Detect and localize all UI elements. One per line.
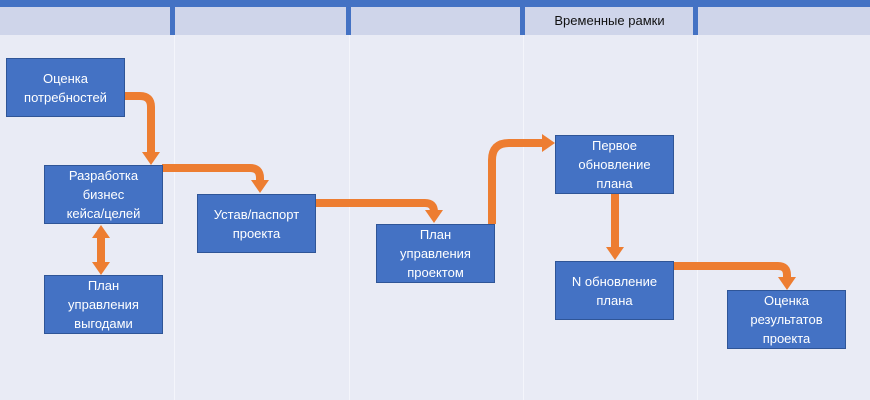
arrowhead — [92, 225, 110, 238]
arrowhead — [425, 210, 443, 223]
arrowhead — [142, 152, 160, 165]
arrowhead — [251, 180, 269, 193]
arrow-charter-to-pm-plan — [315, 199, 438, 213]
timeframe-label: Временные рамки — [554, 13, 665, 28]
column-separator — [520, 0, 525, 35]
arrow-n-update-to-results — [673, 262, 791, 278]
node-business-case: Разработка бизнес кейса/целей — [44, 165, 163, 224]
arrowhead — [606, 247, 624, 260]
column-line — [697, 35, 698, 400]
header-band — [0, 7, 870, 35]
column-line — [349, 35, 350, 400]
arrowhead — [778, 277, 796, 290]
node-needs-assessment: Оценка потребностей — [6, 58, 125, 117]
column-line — [174, 35, 175, 400]
arrow-pm-plan-to-first-update — [488, 139, 543, 224]
node-benefits-plan: План управления выгодами — [44, 275, 163, 334]
arrowhead — [92, 262, 110, 275]
column-separator — [170, 0, 175, 35]
column-line — [523, 35, 524, 400]
arrowhead — [542, 134, 555, 152]
column-separator — [693, 0, 698, 35]
column-separator — [346, 0, 351, 35]
node-n-update: N обновление плана — [555, 261, 674, 320]
node-results: Оценка результатов проекта — [727, 290, 846, 349]
node-first-update: Первое обновление плана — [555, 135, 674, 194]
node-charter: Устав/паспорт проекта — [197, 194, 316, 253]
arrow-business-case-to-charter — [162, 164, 264, 182]
node-pm-plan: План управления проектом — [376, 224, 495, 283]
arrow-needs-to-business-case — [125, 92, 155, 152]
top-bar — [0, 0, 870, 7]
